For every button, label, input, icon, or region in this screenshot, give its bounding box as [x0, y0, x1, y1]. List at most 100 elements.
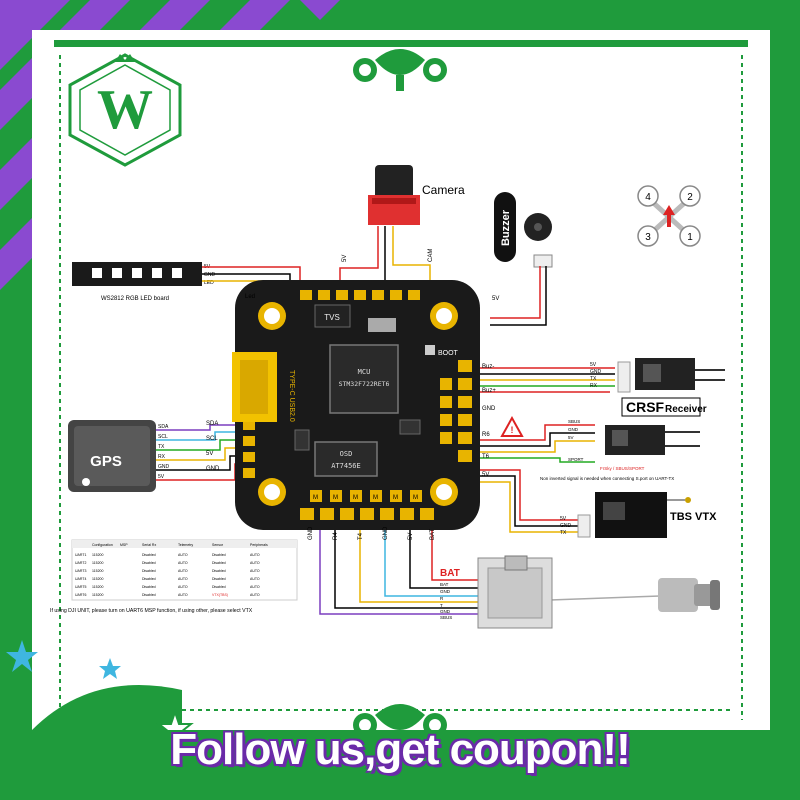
warning-icon: [500, 415, 524, 437]
table-cell: AUTO: [178, 585, 188, 589]
crsf-sublabel: Receiver: [665, 404, 707, 415]
frsky-wire-label: SPORT: [568, 457, 584, 462]
gps-module: GPS SDA SCL TX RX GND 5V: [68, 420, 170, 492]
table-cell: Disabled: [212, 553, 226, 557]
table-header: Peripherals: [250, 543, 268, 547]
flight-controller: TYPE-C USB2.0 TVS MCU STM32F722RET6 OSD …: [232, 280, 480, 530]
table-cell: AUTO: [250, 561, 260, 565]
motor-number: 2: [687, 192, 693, 203]
mcu-part: STM32F722RET6: [339, 380, 390, 388]
dji-wire-label: GND: [440, 589, 451, 594]
logo-letter: W: [97, 79, 153, 141]
table-cell: Disabled: [212, 585, 226, 589]
pad-label: Buz-: [482, 364, 494, 370]
table-cell: AUTO: [250, 569, 260, 573]
frsky-wire-label: GND: [568, 427, 579, 432]
motor-number: 1: [687, 232, 693, 243]
pad-label: GND: [482, 406, 496, 412]
table-cell: UART3: [75, 569, 86, 573]
table-cell: UART6: [75, 593, 86, 597]
motor-number: 3: [645, 232, 651, 243]
pad-label: M: [313, 495, 318, 501]
frsky-title: FrSky / SBUS/SPORT: [600, 466, 645, 471]
tbs-wire-label: TX: [560, 530, 567, 536]
star-icon: [6, 640, 38, 672]
pad-label: CAM: [428, 249, 434, 262]
tvs-label: TVS: [324, 313, 340, 322]
promo-banner[interactable]: Follow us,get coupon!!: [170, 725, 631, 774]
frsky-wire-label: 5V: [568, 435, 574, 440]
led-board-label: WS2812 RGB LED board: [101, 296, 169, 302]
boot-label: BOOT: [438, 350, 459, 357]
pad-label: M: [333, 495, 338, 501]
pad-label: GND: [308, 526, 314, 540]
usb-label: TYPE-C USB2.0: [288, 370, 295, 422]
frsky-note: Non inverted signal is needed when conne…: [540, 476, 674, 481]
table-cell: Disabled: [142, 561, 156, 565]
mcu-label: MCU: [358, 368, 371, 376]
gps-wire-label: 5V: [158, 474, 165, 480]
dji-bat-label: BAT: [440, 568, 460, 579]
motor-number: 4: [645, 192, 651, 203]
table-cell: AUTO: [250, 553, 260, 557]
table-cell: UART5: [75, 585, 86, 589]
frsky-wire-label: SBUS: [568, 419, 580, 424]
table-cell: AUTO: [250, 577, 260, 581]
frsky-receiver: SBUS GND 5V SPORT FrSky / SBUS/SPORT Non…: [500, 415, 700, 481]
gps-label: GPS: [90, 453, 122, 470]
table-cell: AUTO: [250, 585, 260, 589]
table-cell: AUTO: [250, 593, 260, 597]
pad-label: M: [373, 495, 378, 501]
table-cell: AUTO: [178, 553, 188, 557]
table-cell: Disabled: [212, 569, 226, 573]
table-cell: Disabled: [142, 553, 156, 557]
buzzer-label: Buzzer: [500, 209, 512, 246]
table-cell: Disabled: [142, 577, 156, 581]
pad-labels: Led 5V CAM 5V Buz- Buz+ GND R6 T6 5V SDA…: [206, 249, 499, 540]
table-cell: Disabled: [142, 593, 156, 597]
table-cell: 115200: [92, 569, 103, 573]
table-cell: AUTO: [178, 561, 188, 565]
star-icon: [99, 658, 121, 679]
pad-label: 5V: [342, 255, 348, 262]
crsf-wire-label: 5V: [590, 362, 597, 368]
pad-label: T6: [482, 454, 490, 460]
table-cell: Disabled: [212, 577, 226, 581]
pad-label: 5V: [206, 451, 213, 457]
table-header: Serial Rx: [142, 543, 156, 547]
pad-label: 5V: [408, 533, 414, 540]
pad-label: SCL: [206, 436, 218, 442]
pad-label: M: [353, 495, 358, 501]
gps-wire-label: SDA: [158, 424, 169, 430]
table-cell: Disabled: [212, 561, 226, 565]
table-cell: VTX(TBS): [212, 593, 228, 597]
tbs-wire-label: 5V: [560, 516, 567, 522]
table-note: If using DJI UNIT, please turn on UART6 …: [50, 608, 253, 614]
table-cell: UART2: [75, 561, 86, 565]
gps-wire-label: SCL: [158, 434, 168, 440]
table-cell: 115200: [92, 561, 103, 565]
pad-label: GND: [383, 526, 389, 540]
table-header: Telemetry: [178, 543, 193, 547]
crsf-wire-label: RX: [590, 383, 598, 389]
ornament-top: [353, 49, 447, 91]
dji-wire-label: GND: [440, 609, 451, 614]
table-cell: AUTO: [178, 569, 188, 573]
table-cell: UART4: [75, 577, 86, 581]
led-wire-label: LED: [204, 280, 214, 286]
pad-label: T4: [358, 532, 364, 540]
tbs-label: TBS VTX: [670, 511, 717, 523]
table-cell: 115200: [92, 585, 103, 589]
camera: Camera: [368, 165, 465, 225]
led-board: WS2812 RGB LED board 5V GND LED: [72, 262, 216, 302]
crsf-label: CRSF: [626, 399, 665, 415]
crsf-receiver: CRSF Receiver 5V GND TX RX: [590, 358, 725, 417]
pad-label: 5V: [492, 296, 499, 302]
dji-wire-label: SBUS: [440, 615, 452, 620]
table-cell: Disabled: [142, 569, 156, 573]
table-cell: AUTO: [178, 577, 188, 581]
table-cell: 115200: [92, 553, 103, 557]
logo: W: [68, 53, 182, 167]
